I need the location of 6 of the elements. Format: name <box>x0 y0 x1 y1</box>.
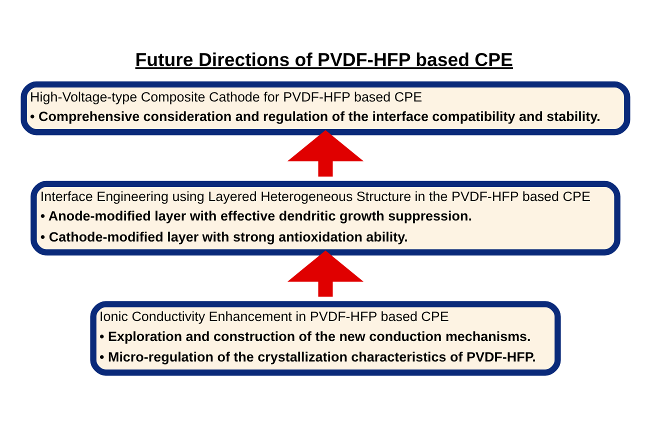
node-box: Ionic Conductivity Enhancement in PVDF-HFP based CPE • Exploration and construction of the new conduction mechanisms. • Micro-regulation of the crystallization characteristics of PVDF-HFP. <box>90 300 561 376</box>
arrow <box>287 130 364 176</box>
arrow <box>287 250 364 296</box>
node-box: High-Voltage-type Composite Cathode for PVDF-HFP based CPE • Comprehensive consideration and regulation of the interface compatibility and stability. <box>20 80 630 135</box>
diagram-title: Future Directions of PVDF-HFP based CPE <box>135 48 513 70</box>
node-box: Interface Engineering using Layered Heterogeneous Structure in the PVDF-HFP based CPE • Anode-modified layer with effective dendritic growth suppression. • Cathode-modified layer with strong antioxidation ability. <box>30 180 620 255</box>
